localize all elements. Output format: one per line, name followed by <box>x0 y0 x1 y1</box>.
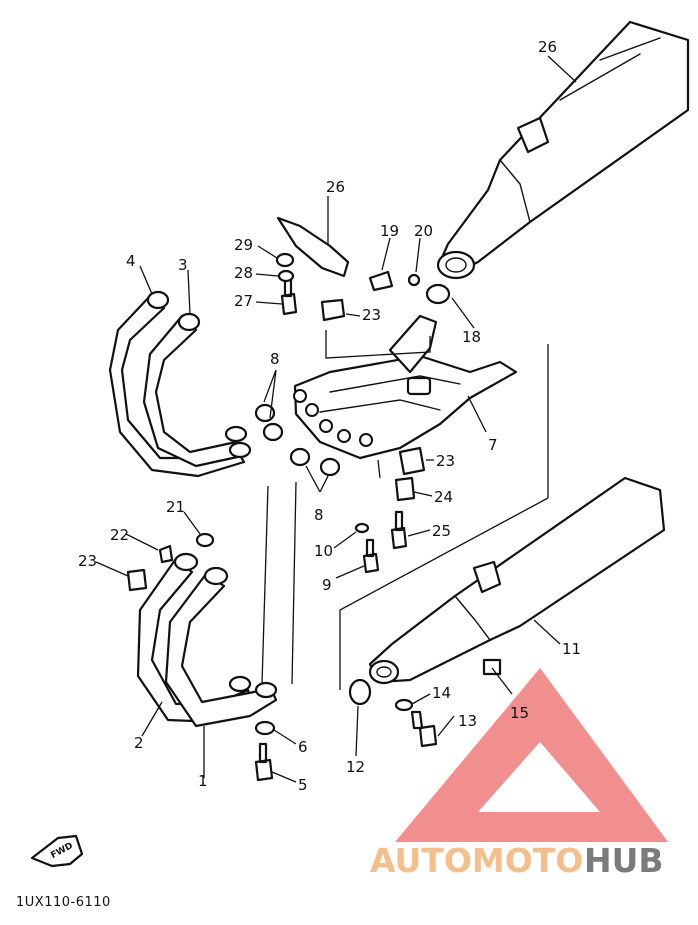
label-13: 13 <box>458 712 477 730</box>
label-8-lower: 8 <box>314 506 324 524</box>
watermark-text-right: HUB <box>584 841 664 880</box>
label-29: 29 <box>234 236 253 254</box>
muffler-upper <box>436 20 690 280</box>
label-2: 2 <box>134 734 144 752</box>
label-23-lower: 23 <box>436 452 455 470</box>
diagram-code: 1UX110-6110 <box>16 895 111 910</box>
label-3: 3 <box>178 256 188 274</box>
label-19: 20 <box>414 222 433 240</box>
label-14: 14 <box>432 684 451 702</box>
label-21: 22 <box>110 526 129 544</box>
label-28: 28 <box>234 264 253 282</box>
label-25: 25 <box>432 522 451 540</box>
watermark-text-left: AUTOMOTO <box>370 841 583 880</box>
label-20: 21 <box>166 498 185 516</box>
label-23-upper: 23 <box>362 306 381 324</box>
label-17: 18 <box>462 328 481 346</box>
label-12: 12 <box>346 758 365 776</box>
label-27: 27 <box>234 292 253 310</box>
label-10: 10 <box>314 542 333 560</box>
exhaust-pipes-upper <box>108 290 252 478</box>
label-5: 5 <box>298 776 308 794</box>
label-22: 23 <box>78 552 97 570</box>
label-26: 26 <box>326 178 345 196</box>
label-18: 19 <box>380 222 399 240</box>
label-4: 4 <box>126 252 136 270</box>
collector <box>293 314 518 460</box>
small-parts <box>126 216 502 782</box>
label-15: 15 <box>510 704 529 722</box>
leader-lines <box>95 55 577 783</box>
watermark-logo <box>395 668 668 842</box>
label-9: 9 <box>322 576 332 594</box>
label-8-upper: 8 <box>270 350 280 368</box>
watermark-triangle <box>395 668 668 842</box>
label-11: 11 <box>562 640 581 658</box>
muffler-lower <box>368 476 666 685</box>
label-6: 6 <box>298 738 308 756</box>
part-labels: 26 18 19 20 26 29 28 27 23 4 3 8 7 23 8 … <box>78 38 581 794</box>
label-16: 26 <box>538 38 557 56</box>
label-1: 1 <box>198 772 208 790</box>
label-7: 7 <box>488 436 498 454</box>
watermark-triangle-inner <box>463 686 617 795</box>
exhaust-pipes-lower <box>136 552 278 728</box>
label-24: 24 <box>434 488 453 506</box>
fwd-arrow: FWD <box>30 834 84 868</box>
